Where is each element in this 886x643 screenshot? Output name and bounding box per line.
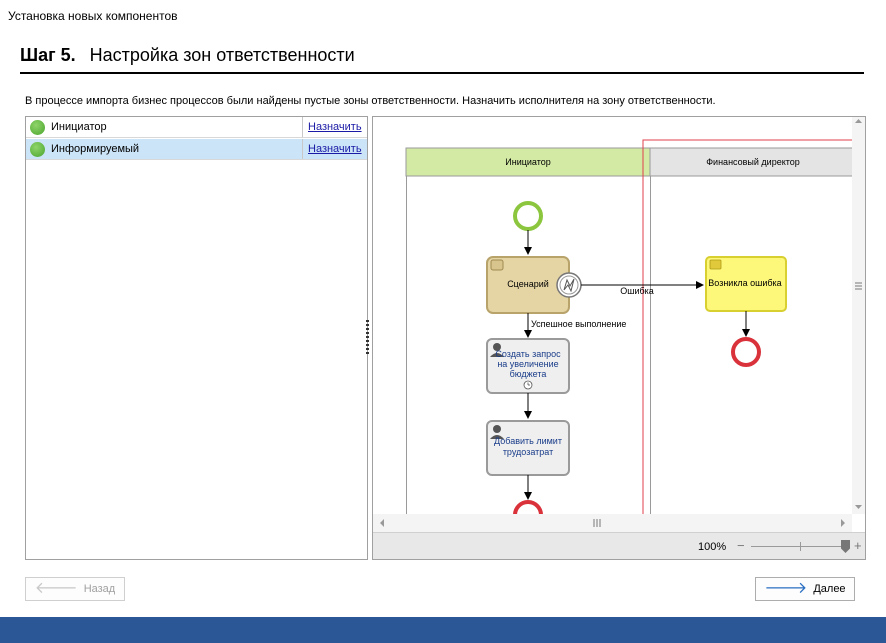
scroll-left-icon[interactable] xyxy=(380,519,384,527)
error-flow-label: Ошибка xyxy=(620,286,654,296)
panel-splitter-handle[interactable] xyxy=(366,320,369,356)
step-title-text: Настройка зон ответственности xyxy=(89,45,355,65)
error-task-label: Возникла ошибка xyxy=(708,278,781,288)
selection-outline xyxy=(642,139,853,515)
step-description: В процессе импорта бизнес процессов были… xyxy=(25,95,716,107)
role-name: Инициатор xyxy=(51,121,107,133)
user-task-2-line1: Добавить лимит xyxy=(494,436,562,446)
zoom-slider-thumb[interactable] xyxy=(841,540,850,553)
arrow-left-icon: 🡐 xyxy=(34,580,78,597)
zoom-level: 100% xyxy=(698,541,727,553)
lane-header-finance xyxy=(649,147,853,177)
user-task-1-line2: на увеличение xyxy=(497,359,558,369)
next-button-label: Далее xyxy=(813,583,846,595)
user-icon xyxy=(493,343,501,351)
scroll-grip-icon[interactable] xyxy=(855,282,862,290)
next-button[interactable]: 🡒 Далее xyxy=(755,577,855,601)
scroll-up-icon[interactable] xyxy=(855,119,862,123)
zoom-in-button[interactable]: + xyxy=(854,538,862,553)
title-divider xyxy=(20,72,864,74)
diagram-canvas: Инициатор Финансовый директор Сценарий О… xyxy=(405,139,853,515)
zoom-slider-tick xyxy=(800,542,801,551)
scroll-right-icon[interactable] xyxy=(841,519,845,527)
user-task-1-line1: Создать запрос xyxy=(495,349,561,359)
end-event[interactable] xyxy=(513,500,543,515)
script-task-label: Сценарий xyxy=(507,279,549,289)
scroll-down-icon[interactable] xyxy=(855,505,862,509)
diagram-horizontal-scrollbar[interactable] xyxy=(373,514,852,532)
status-ok-icon xyxy=(30,142,45,157)
process-diagram[interactable]: Инициатор Финансовый директор Сценарий О… xyxy=(372,116,866,560)
lightning-icon xyxy=(563,278,575,293)
start-event[interactable] xyxy=(513,201,543,231)
back-button-label: Назад xyxy=(83,583,116,595)
role-row-informed[interactable]: Информируемый Назначить xyxy=(26,139,367,160)
zoom-out-button[interactable]: − xyxy=(737,538,745,553)
role-row-initiator[interactable]: Инициатор Назначить xyxy=(26,117,367,138)
assign-link-informed[interactable]: Назначить xyxy=(302,139,367,159)
footer-bar xyxy=(0,617,886,643)
lane-label-finance: Финансовый директор xyxy=(706,157,800,167)
back-button[interactable]: 🡐 Назад xyxy=(25,577,125,601)
roles-list: Инициатор Назначить Информируемый Назнач… xyxy=(25,116,368,560)
status-ok-icon xyxy=(30,120,45,135)
success-flow-label: Успешное выполнение xyxy=(531,319,626,329)
end-event-error[interactable] xyxy=(731,337,761,367)
lane-label-initiator: Инициатор xyxy=(505,157,551,167)
user-task-1-line3: бюджета xyxy=(510,369,547,379)
page-title: Шаг 5. Настройка зон ответственности xyxy=(20,45,355,66)
step-number: Шаг 5. xyxy=(20,45,76,65)
lane-header-initiator xyxy=(405,147,651,177)
role-name: Информируемый xyxy=(51,143,140,155)
diagram-vertical-scrollbar[interactable] xyxy=(852,117,865,514)
assign-link-initiator[interactable]: Назначить xyxy=(302,117,367,137)
window-title: Установка новых компонентов xyxy=(8,9,178,23)
arrow-right-icon: 🡒 xyxy=(764,580,808,597)
user-task-2-line2: трудозатрат xyxy=(503,447,553,457)
scroll-grip-icon[interactable] xyxy=(593,519,601,527)
zoom-bar: 100% − + xyxy=(373,532,865,559)
user-icon xyxy=(493,425,501,433)
